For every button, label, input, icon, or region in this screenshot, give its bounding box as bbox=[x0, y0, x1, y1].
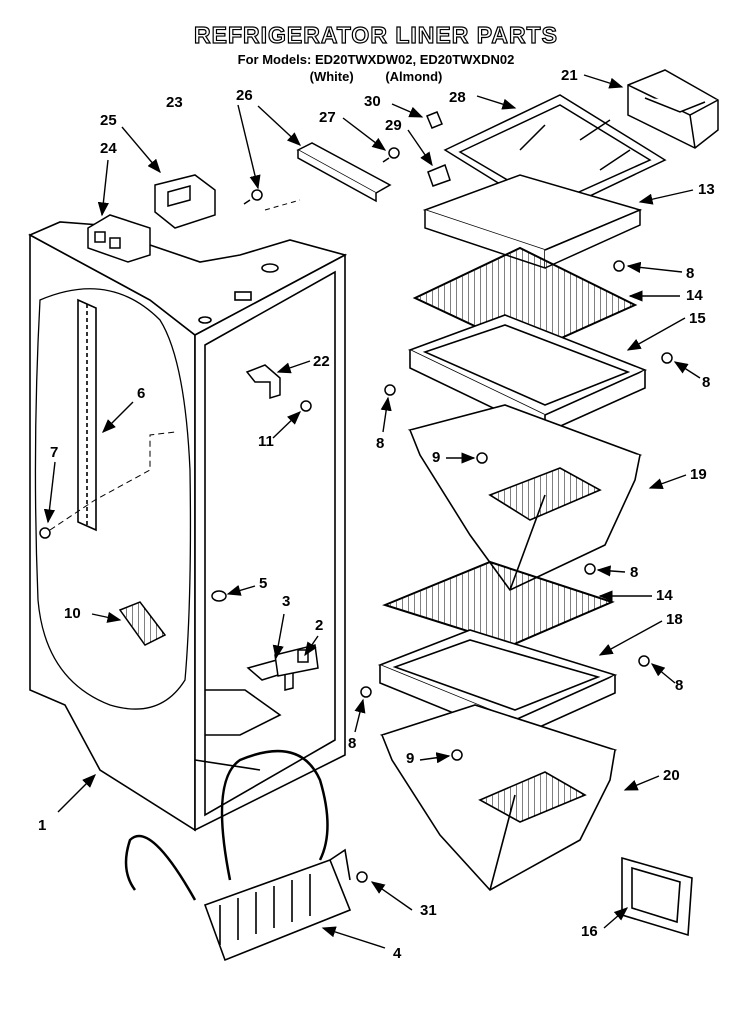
part-19-crisper bbox=[407, 404, 643, 592]
label-8e: 8 bbox=[675, 677, 683, 694]
callout-labels: 1 2 3 4 5 6 7 8 8 8 8 8 8 9 9 10 11 13 1… bbox=[38, 67, 715, 962]
part-4-cover bbox=[124, 749, 352, 962]
cabinet-liner bbox=[28, 199, 348, 832]
label-14b: 14 bbox=[656, 587, 673, 604]
label-28: 28 bbox=[449, 89, 466, 106]
label-8a: 8 bbox=[686, 265, 694, 282]
label-20: 20 bbox=[663, 767, 680, 784]
label-8b: 8 bbox=[702, 374, 710, 391]
label-16: 16 bbox=[581, 923, 598, 940]
label-25: 25 bbox=[100, 112, 117, 129]
part-23-screw bbox=[243, 189, 263, 205]
label-4: 4 bbox=[393, 945, 402, 962]
part-16-plate bbox=[621, 856, 693, 937]
label-8d: 8 bbox=[630, 564, 638, 581]
color-variants: (White) (Almond) bbox=[0, 69, 752, 84]
label-11: 11 bbox=[258, 433, 274, 450]
part-21-bin bbox=[627, 69, 719, 149]
models-line: For Models: ED20TWXDW02, ED20TWXDN02 bbox=[237, 52, 515, 67]
label-7: 7 bbox=[50, 444, 58, 461]
label-3: 3 bbox=[282, 593, 290, 610]
part-10-grille bbox=[118, 601, 167, 646]
part-14-shelf-lower bbox=[382, 560, 615, 647]
label-18: 18 bbox=[666, 611, 683, 628]
page-title: REFRIGERATOR LINER PARTS bbox=[193, 21, 558, 48]
color-almond-label: (Almond) bbox=[385, 69, 443, 84]
label-10: 10 bbox=[64, 605, 81, 622]
part-11-screw bbox=[300, 400, 312, 412]
label-9a: 9 bbox=[432, 449, 440, 466]
part-29-clip bbox=[427, 164, 451, 187]
label-31: 31 bbox=[420, 902, 437, 919]
label-5: 5 bbox=[259, 575, 267, 592]
label-30: 30 bbox=[364, 93, 381, 110]
part-26-bar bbox=[296, 142, 392, 203]
label-1: 1 bbox=[38, 817, 46, 834]
label-26: 26 bbox=[236, 87, 253, 104]
label-14a: 14 bbox=[686, 287, 703, 304]
label-27: 27 bbox=[319, 109, 336, 126]
label-6: 6 bbox=[137, 385, 145, 402]
color-white-label: (White) bbox=[309, 69, 354, 84]
part-25-bracket bbox=[154, 174, 216, 229]
label-21: 21 bbox=[561, 67, 578, 84]
label-23: 23 bbox=[166, 94, 183, 111]
label-29: 29 bbox=[385, 117, 402, 134]
leader-arrows bbox=[43, 74, 701, 949]
shelf-support-screws bbox=[360, 260, 673, 761]
label-8f: 8 bbox=[348, 735, 356, 752]
label-13: 13 bbox=[698, 181, 715, 198]
label-24: 24 bbox=[100, 140, 117, 157]
part-20-crisper bbox=[379, 704, 618, 892]
label-9b: 9 bbox=[406, 750, 414, 767]
part-18-frame bbox=[377, 629, 618, 740]
part-5-clip bbox=[211, 590, 227, 602]
part-24-housing bbox=[87, 214, 151, 263]
part-22-bracket bbox=[245, 364, 281, 400]
label-2: 2 bbox=[315, 617, 323, 634]
part-27-screw bbox=[382, 147, 400, 163]
label-19: 19 bbox=[690, 466, 707, 483]
part-31-screw bbox=[356, 871, 368, 883]
label-8c: 8 bbox=[376, 435, 384, 452]
label-15: 15 bbox=[689, 310, 706, 327]
label-22: 22 bbox=[313, 353, 330, 370]
part-7-screw bbox=[39, 527, 51, 539]
part-13-frame bbox=[422, 174, 643, 270]
part-30-clip bbox=[426, 111, 443, 129]
